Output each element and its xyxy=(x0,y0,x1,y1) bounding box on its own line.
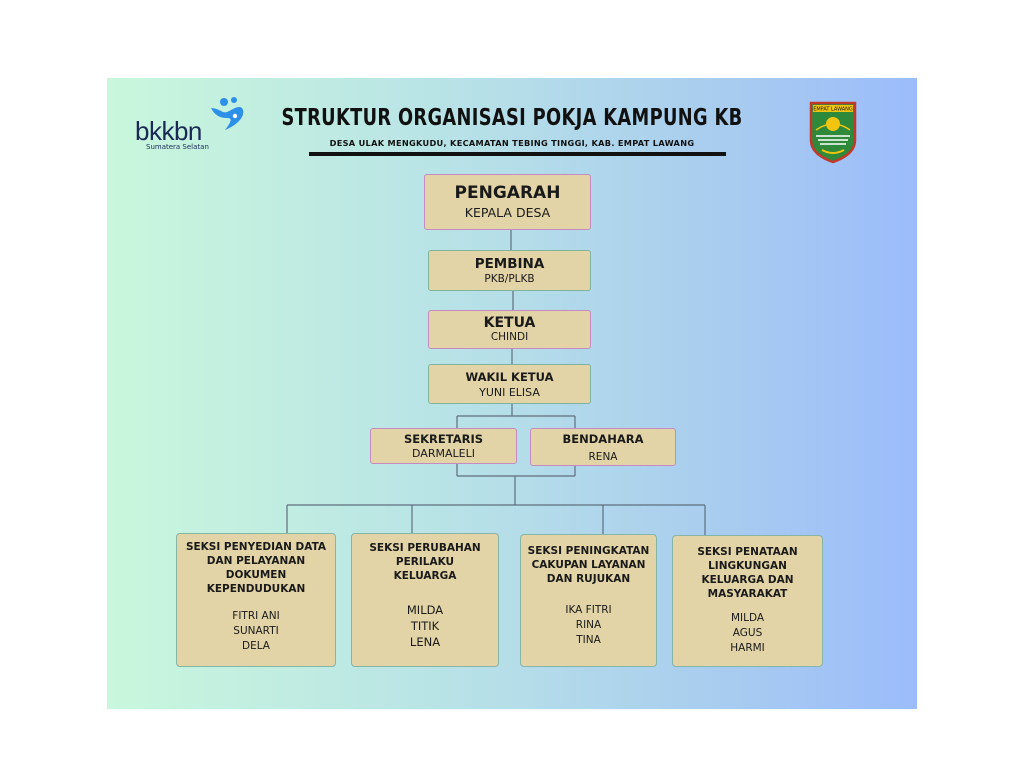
node-pembina: PEMBINA PKB/PLKB xyxy=(428,250,591,291)
section-title: SEKSI PERUBAHAN PERILAKU KELUARGA xyxy=(369,542,481,582)
node-name: PKB/PLKB xyxy=(484,273,535,285)
node-title: PEMBINA xyxy=(474,256,545,272)
section-members: FITRI ANI SUNARTI DELA xyxy=(232,610,280,652)
bkkbn-logo-text: bkkbn xyxy=(135,116,202,146)
connector-lines xyxy=(286,230,706,535)
node-title: WAKIL KETUA xyxy=(465,370,554,384)
section-data-kependudukan: SEKSI PENYEDIAN DATA DAN PELAYANAN DOKUM… xyxy=(176,533,336,667)
org-chart-poster: bkkbn Sumatera Selatan STRUKTUR ORGANISA… xyxy=(107,78,917,709)
section-cakupan-layanan: SEKSI PENINGKATAN CAKUPAN LAYANAN DAN RU… xyxy=(520,534,657,667)
node-name: CHINDI xyxy=(490,331,529,343)
node-title: PENGARAH xyxy=(454,183,561,203)
node-wakil-ketua: WAKIL KETUA YUNI ELISA xyxy=(428,364,591,404)
section-penataan-lingkungan: SEKSI PENATAAN LINGKUNGAN KELUARGA DAN M… xyxy=(672,535,823,667)
section-members: MILDA TITIK LENA xyxy=(406,603,444,649)
page-title: STRUKTUR ORGANISASI POKJA KAMPUNG KB xyxy=(281,105,743,131)
empat-lawang-emblem-icon: EMPAT LAWANG xyxy=(809,101,857,164)
section-title: SEKSI PENATAAN LINGKUNGAN KELUARGA DAN M… xyxy=(697,546,798,600)
node-title: BENDAHARA xyxy=(562,432,644,446)
node-name: RENA xyxy=(588,451,618,463)
node-bendahara: BENDAHARA RENA xyxy=(530,428,676,466)
node-name: DARMALELI xyxy=(412,447,475,460)
bkkbn-figure-icon xyxy=(211,97,244,130)
page-subtitle: DESA ULAK MENGKUDU, KECAMATAN TEBING TIN… xyxy=(329,138,695,148)
bkkbn-logo-subtitle: Sumatera Selatan xyxy=(146,143,209,151)
section-perubahan-perilaku: SEKSI PERUBAHAN PERILAKU KELUARGA MILDA … xyxy=(351,533,499,667)
section-title: SEKSI PENYEDIAN DATA DAN PELAYANAN DOKUM… xyxy=(185,541,327,595)
node-sekretaris: SEKRETARIS DARMALELI xyxy=(370,428,517,464)
section-title: SEKSI PENINGKATAN CAKUPAN LAYANAN DAN RU… xyxy=(527,545,650,585)
node-name: YUNI ELISA xyxy=(479,386,540,399)
node-pengarah: PENGARAH KEPALA DESA xyxy=(424,174,591,230)
section-members: MILDA AGUS HARMI xyxy=(730,612,765,654)
node-name: KEPALA DESA xyxy=(464,205,551,220)
node-title: SEKRETARIS xyxy=(403,432,484,446)
section-members: IKA FITRI RINA TINA xyxy=(565,604,612,646)
node-ketua: KETUA CHINDI xyxy=(428,310,591,349)
title-underline xyxy=(309,152,726,156)
node-title: KETUA xyxy=(483,315,536,331)
emblem-label: EMPAT LAWANG xyxy=(813,107,853,113)
